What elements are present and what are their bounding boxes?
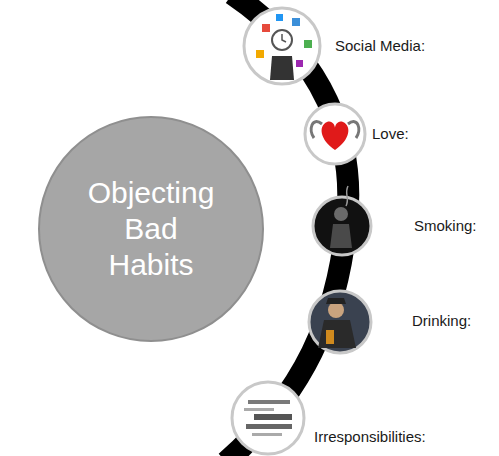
topic-title: Objecting Bad Habits: [81, 175, 221, 283]
habit-label: Love:: [372, 125, 409, 142]
social-media-photo: [244, 8, 320, 84]
habit-label: Irresponsibilities:: [314, 428, 426, 445]
habit-label: Social Media:: [335, 37, 425, 54]
drinking-photo: [309, 291, 371, 353]
smoking-photo: [313, 186, 371, 255]
love-photo: [305, 104, 365, 164]
word-cloud-photo: [232, 382, 304, 454]
topic-circle: Objecting Bad Habits: [38, 116, 264, 342]
habit-label: Smoking:: [414, 217, 477, 234]
habit-label: Drinking:: [412, 312, 471, 329]
